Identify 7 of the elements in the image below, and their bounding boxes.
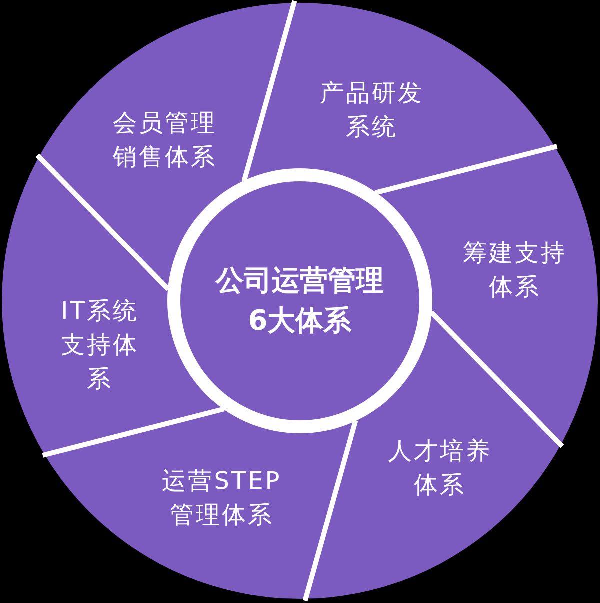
segment-label: IT系统支持体系 bbox=[52, 294, 148, 396]
segment-label: 产品研发系统 bbox=[317, 76, 427, 144]
segment-label: 运营STEP管理体系 bbox=[151, 464, 293, 532]
center-title: 公司运营管理6大体系 bbox=[214, 261, 386, 341]
segment-label: 人才培养体系 bbox=[385, 434, 495, 502]
segment-label: 筹建支持体系 bbox=[460, 236, 570, 304]
segment-label: 会员管理销售体系 bbox=[110, 106, 220, 174]
